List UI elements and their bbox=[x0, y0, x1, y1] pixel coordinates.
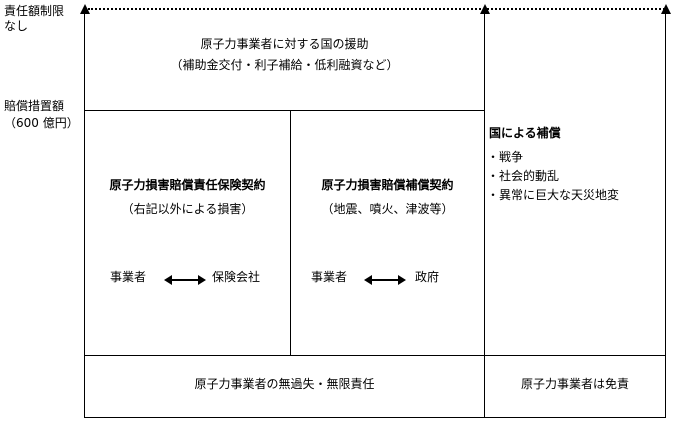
indemnity-contract-subtitle: （地震、噴火、津波等） bbox=[321, 202, 454, 216]
state-compensation-item-unrest: ・社会的動乱 bbox=[487, 169, 560, 183]
state-compensation-item-war: ・戦争 bbox=[487, 150, 524, 164]
indemnity-party-government: 政府 bbox=[415, 270, 440, 284]
insurance-party-insurer: 保険会社 bbox=[212, 270, 261, 284]
bottom-row-top-line bbox=[84, 355, 666, 356]
bottom-row-bottom-line bbox=[84, 417, 666, 418]
insurance-contract-title: 原子力損害賠償責任保険契約 bbox=[109, 178, 266, 192]
right-border-line bbox=[665, 12, 666, 417]
compensation-measure-label-line1: 賠償措置額 bbox=[4, 99, 65, 113]
state-assistance-subtitle: （補助金交付・利子補給・低利融資など） bbox=[170, 58, 399, 72]
operator-exempt-label: 原子力事業者は免責 bbox=[520, 377, 629, 391]
insurance-contract-subtitle: （右記以外による損害） bbox=[121, 202, 254, 216]
state-compensation-title: 国による補償 bbox=[489, 126, 561, 140]
state-compensation-item-disaster: ・異常に巨大な天災地変 bbox=[487, 188, 620, 202]
contract-divider-line bbox=[290, 110, 291, 355]
left-axis-line bbox=[84, 12, 85, 417]
no-limit-label-line2: なし bbox=[4, 19, 29, 33]
insurance-double-arrow bbox=[164, 271, 206, 285]
no-limit-dotted-line bbox=[88, 8, 668, 10]
insurance-party-operator: 事業者 bbox=[110, 270, 147, 284]
state-assistance-title: 原子力事業者に対する国の援助 bbox=[200, 37, 369, 51]
no-limit-label-line1: 責任額制限 bbox=[4, 4, 65, 18]
indemnity-contract-title: 原子力損害賠償補償契約 bbox=[321, 178, 454, 192]
indemnity-party-operator: 事業者 bbox=[311, 270, 348, 284]
left-axis-arrowhead bbox=[80, 4, 90, 14]
compensation-measure-label-line2: （600 億円） bbox=[4, 116, 79, 130]
compensation-level-line bbox=[84, 110, 484, 111]
operator-strict-liability-label: 原子力事業者の無過失・無限責任 bbox=[194, 377, 375, 391]
middle-axis-line bbox=[484, 12, 485, 417]
indemnity-double-arrow bbox=[364, 271, 406, 285]
